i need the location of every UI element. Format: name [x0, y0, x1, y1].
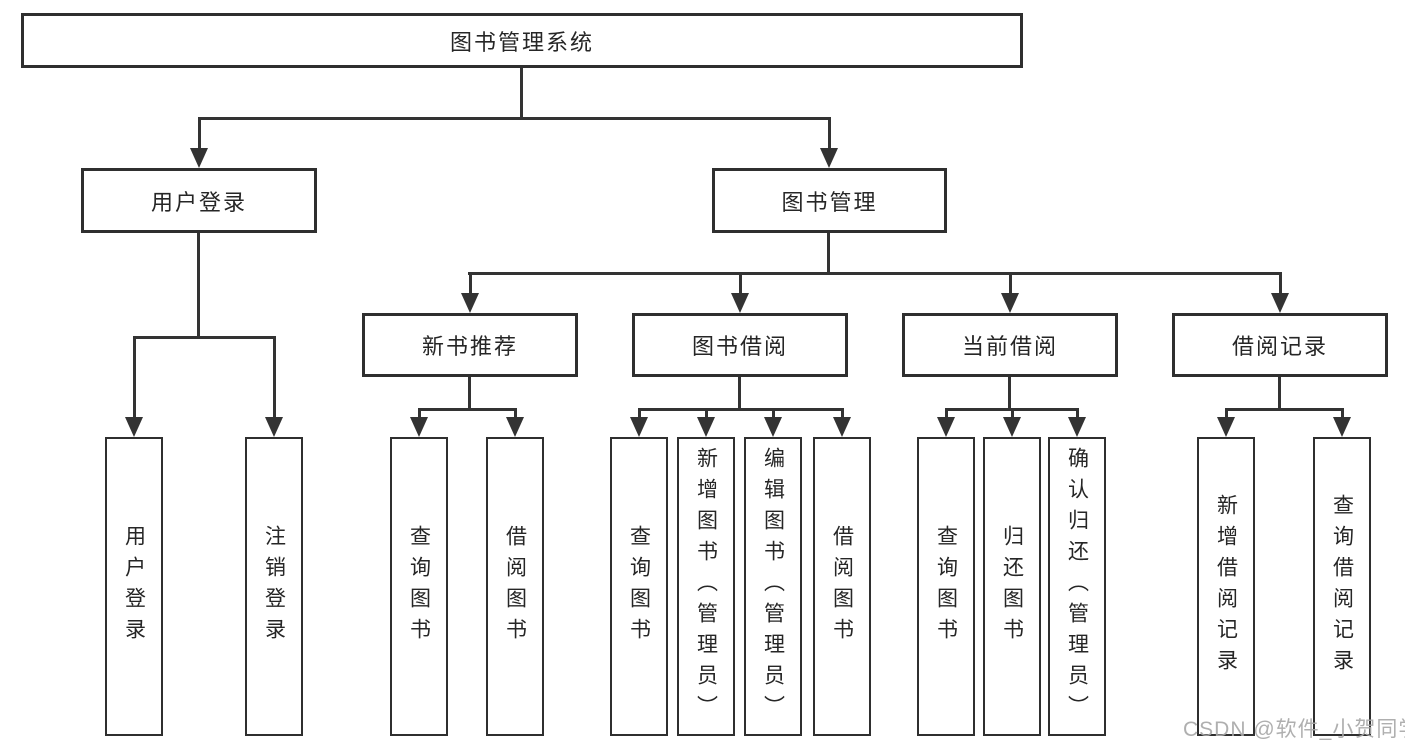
connector-book-borrow-stem [738, 377, 741, 410]
node-label: 借阅记录 [1231, 334, 1328, 359]
arrow-leaf [1003, 410, 1021, 437]
leaf-label: 查询借阅记录 [1330, 493, 1354, 680]
arrow-leaf [1217, 410, 1235, 437]
arrow-leaf [1068, 410, 1086, 437]
connector-user-login-stem [197, 233, 200, 338]
leaf-label: 新增图书（管理员） [694, 447, 718, 726]
leaf-confirm-return-admin: 确认归还（管理员） [1048, 437, 1106, 736]
leaf-query-borrow-record: 查询借阅记录 [1313, 437, 1371, 736]
arrow-to-book-borrow [731, 274, 749, 313]
node-label: 图书管理 [781, 189, 878, 215]
node-label: 图书借阅 [691, 334, 788, 359]
node-label: 当前借阅 [961, 334, 1058, 359]
arrow-leaf [833, 410, 851, 437]
leaf-query-books-borrow: 查询图书 [610, 437, 668, 736]
leaf-add-borrow-record: 新增借阅记录 [1197, 437, 1255, 736]
leaf-label: 用户登录 [122, 524, 146, 649]
arrow-to-new-book-recommend [461, 274, 479, 313]
connector-book-management-split [468, 272, 1282, 275]
leaf-add-books-admin: 新增图书（管理员） [677, 437, 735, 736]
arrow-leaf [697, 410, 715, 437]
connector-borrow-records-stem [1278, 377, 1281, 410]
leaf-label: 查询图书 [627, 524, 651, 649]
leaf-label: 查询图书 [407, 524, 431, 649]
node-book-borrow: 图书借阅 [632, 313, 848, 377]
connector-current-borrow-split [945, 408, 1079, 411]
leaf-label: 确认归还（管理员） [1065, 447, 1089, 726]
node-user-login: 用户登录 [81, 168, 317, 233]
leaf-label: 编辑图书（管理员） [761, 447, 785, 726]
arrow-leaf [764, 410, 782, 437]
connector-root-split [198, 117, 831, 120]
node-new-book-recommend: 新书推荐 [362, 313, 578, 377]
leaf-edit-books-admin: 编辑图书（管理员） [744, 437, 802, 736]
arrow-leaf [630, 410, 648, 437]
node-book-management: 图书管理 [712, 168, 947, 233]
connector-root-stem [520, 68, 523, 119]
leaf-query-books-recommend: 查询图书 [390, 437, 448, 736]
arrow-leaf [937, 410, 955, 437]
node-label: 新书推荐 [421, 334, 518, 359]
leaf-label: 注销登录 [262, 524, 286, 649]
connector-new-book-recommend-stem [468, 377, 471, 410]
csdn-watermark: CSDN @软件_小贺同学 [1183, 718, 1405, 741]
connector-new-book-recommend-split [418, 408, 517, 411]
arrow-leaf [506, 410, 524, 437]
leaf-label: 新增借阅记录 [1214, 493, 1238, 680]
connector-book-borrow-split [638, 408, 844, 411]
leaf-logout: 注销登录 [245, 437, 303, 736]
arrow-leaf [410, 410, 428, 437]
leaf-return-books: 归还图书 [983, 437, 1041, 736]
arrow-to-current-borrow [1001, 274, 1019, 313]
node-label: 用户登录 [150, 189, 247, 215]
leaf-label: 借阅图书 [830, 524, 854, 649]
connector-user-login-split [133, 336, 276, 339]
leaf-borrow-books-recommend: 借阅图书 [486, 437, 544, 736]
leaf-query-books-current: 查询图书 [917, 437, 975, 736]
leaf-label: 查询图书 [934, 524, 958, 649]
node-library-management-system: 图书管理系统 [21, 13, 1023, 68]
node-borrow-records: 借阅记录 [1172, 313, 1388, 377]
arrow-to-leaf-logout [265, 338, 283, 437]
leaf-user-login: 用户登录 [105, 437, 163, 736]
arrow-to-book-management [820, 119, 838, 168]
arrow-to-borrow-records [1271, 274, 1289, 313]
connector-book-management-stem [827, 233, 830, 274]
connector-borrow-records-split [1225, 408, 1344, 411]
arrow-to-user-login [190, 119, 208, 168]
node-current-borrow: 当前借阅 [902, 313, 1118, 377]
arrow-to-leaf-user-login [125, 338, 143, 437]
leaf-borrow-books: 借阅图书 [813, 437, 871, 736]
connector-current-borrow-stem [1008, 377, 1011, 410]
leaf-label: 归还图书 [1000, 524, 1024, 649]
arrow-leaf [1333, 410, 1351, 437]
leaf-label: 借阅图书 [503, 524, 527, 649]
node-label: 图书管理系统 [449, 29, 594, 55]
